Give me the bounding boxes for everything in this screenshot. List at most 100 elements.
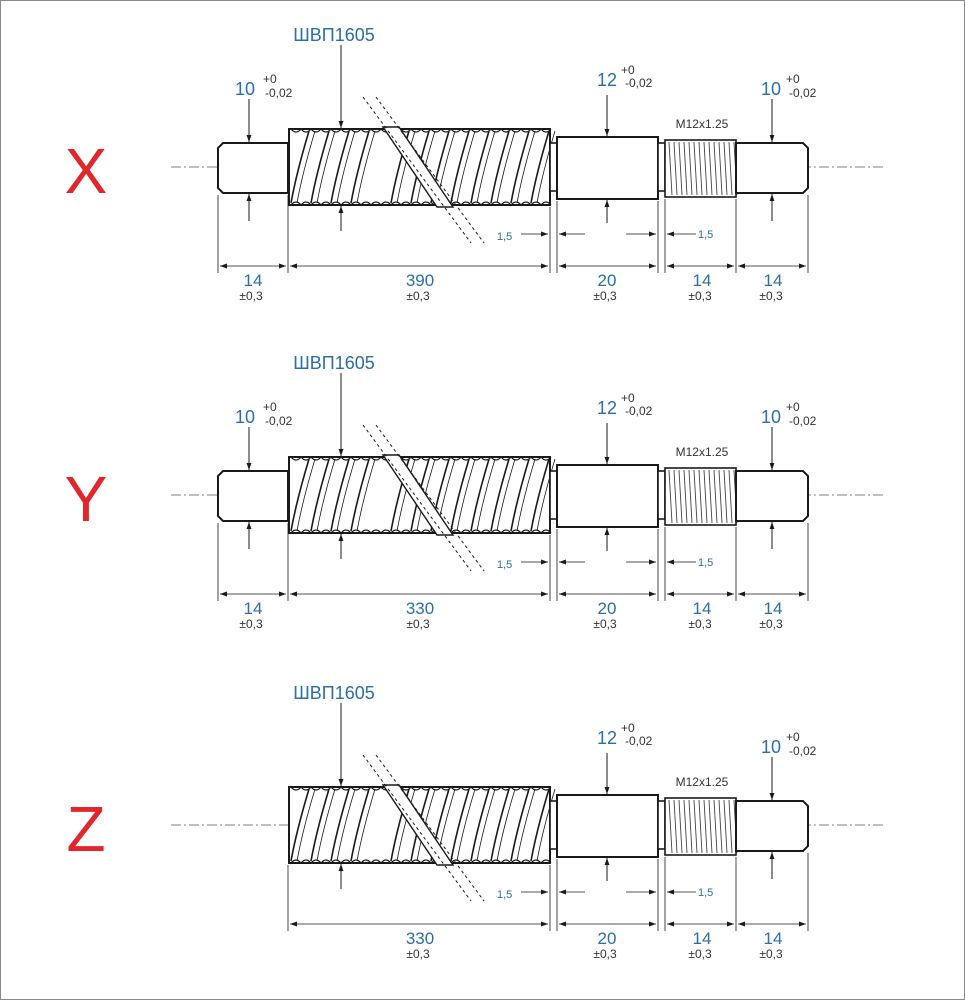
thread-crest	[310, 128, 322, 133]
thread-groove	[516, 788, 536, 862]
metric-thread-line	[728, 799, 733, 854]
thread-groove	[490, 458, 510, 532]
chamfer-right: 1,5	[698, 229, 713, 241]
thread-crest	[520, 128, 532, 133]
break-line	[362, 96, 472, 244]
thread-groove	[336, 788, 356, 862]
thread-groove	[516, 458, 536, 532]
thread-crest	[470, 529, 482, 534]
thread-crest	[460, 128, 472, 133]
thread-crest	[470, 786, 482, 791]
thread-crest	[470, 201, 482, 206]
thread-crest	[500, 128, 512, 133]
metric-thread-line	[693, 469, 698, 524]
metric-thread-line	[688, 141, 693, 196]
thread-crest	[480, 859, 492, 864]
metric-thread-lines	[668, 799, 738, 854]
thread-groove	[456, 788, 476, 862]
thread-crest	[360, 201, 372, 206]
thread-crest	[420, 859, 432, 864]
thread-crest	[400, 128, 412, 133]
thread-groove	[496, 458, 516, 532]
thread-crest	[360, 529, 372, 534]
thread-crest	[370, 529, 382, 534]
thread-crest	[320, 128, 332, 133]
metric-thread-line	[693, 799, 698, 854]
tol-lower: -0,02	[265, 86, 293, 100]
thread-groove	[396, 130, 416, 204]
thread-crest	[530, 201, 542, 206]
thread-crest	[300, 456, 312, 461]
length-2: 390	[406, 271, 434, 290]
diameter-left: 10	[235, 407, 255, 427]
thread-crest	[510, 786, 522, 791]
part-name: ШВП1605	[293, 683, 374, 703]
length-4-tol: ±0,3	[759, 947, 783, 961]
bearing-seat	[556, 136, 659, 200]
thread-crest	[420, 529, 432, 534]
metric-thread-line	[718, 799, 723, 854]
thread-crest	[450, 456, 462, 461]
thread-crest	[400, 201, 412, 206]
thread-crest	[500, 859, 512, 864]
axis-label-z: Z	[66, 793, 105, 865]
thread-crest	[540, 859, 552, 864]
thread-groove	[356, 788, 376, 862]
metric-thread-line	[713, 799, 718, 854]
thread-groove	[496, 130, 516, 204]
length-1: 330	[406, 929, 434, 948]
thread-crest	[480, 529, 492, 534]
metric-thread-line	[698, 141, 703, 196]
thread-groove	[476, 788, 496, 862]
thread-crest	[450, 128, 462, 133]
thread-name: M12x1.25	[676, 445, 729, 459]
break-line	[362, 754, 472, 902]
thread-groove	[530, 130, 550, 204]
thread-crest	[540, 786, 552, 791]
thread-crest	[380, 201, 392, 206]
break-line	[375, 96, 485, 244]
metric-thread-line	[713, 469, 718, 524]
thread-groove	[356, 130, 376, 204]
thread-crest	[510, 859, 522, 864]
metric-thread-line	[723, 469, 728, 524]
thread-groove	[350, 458, 370, 532]
thread-groove	[316, 788, 336, 862]
thread-crest	[320, 786, 332, 791]
thread-crest	[470, 859, 482, 864]
thread-groove	[296, 458, 316, 532]
length-4: 14	[693, 271, 712, 290]
thread-crest	[520, 456, 532, 461]
chamfer-right: 1,5	[698, 557, 713, 569]
thread-crest	[300, 128, 312, 133]
thread-crest	[530, 456, 542, 461]
break-line	[375, 754, 485, 902]
length-3: 20	[598, 599, 617, 618]
thread-crest	[510, 201, 522, 206]
length-2: 330	[406, 599, 434, 618]
thread-groove	[290, 458, 310, 532]
right-journal	[735, 142, 809, 194]
bearing-seat	[556, 464, 659, 528]
thread-crest	[380, 859, 392, 864]
diameter-left: 10	[235, 79, 255, 99]
thread-crest	[420, 786, 432, 791]
length-2-tol: ±0,3	[593, 947, 617, 961]
thread-crest	[310, 859, 322, 864]
metric-thread-line	[718, 141, 723, 196]
thread-crest	[410, 128, 422, 133]
metric-thread-line	[673, 469, 678, 524]
thread-crest	[310, 201, 322, 206]
thread-crest	[420, 201, 432, 206]
thread-crest	[380, 529, 392, 534]
thread-crest	[370, 456, 382, 461]
thread-groove	[330, 458, 350, 532]
metric-thread-line	[683, 799, 688, 854]
thread-groove	[390, 788, 410, 862]
thread-crest	[340, 859, 352, 864]
thread-groove	[470, 458, 490, 532]
thread-crest	[350, 786, 362, 791]
metric-thread-line	[703, 799, 708, 854]
thread-crest	[540, 456, 552, 461]
